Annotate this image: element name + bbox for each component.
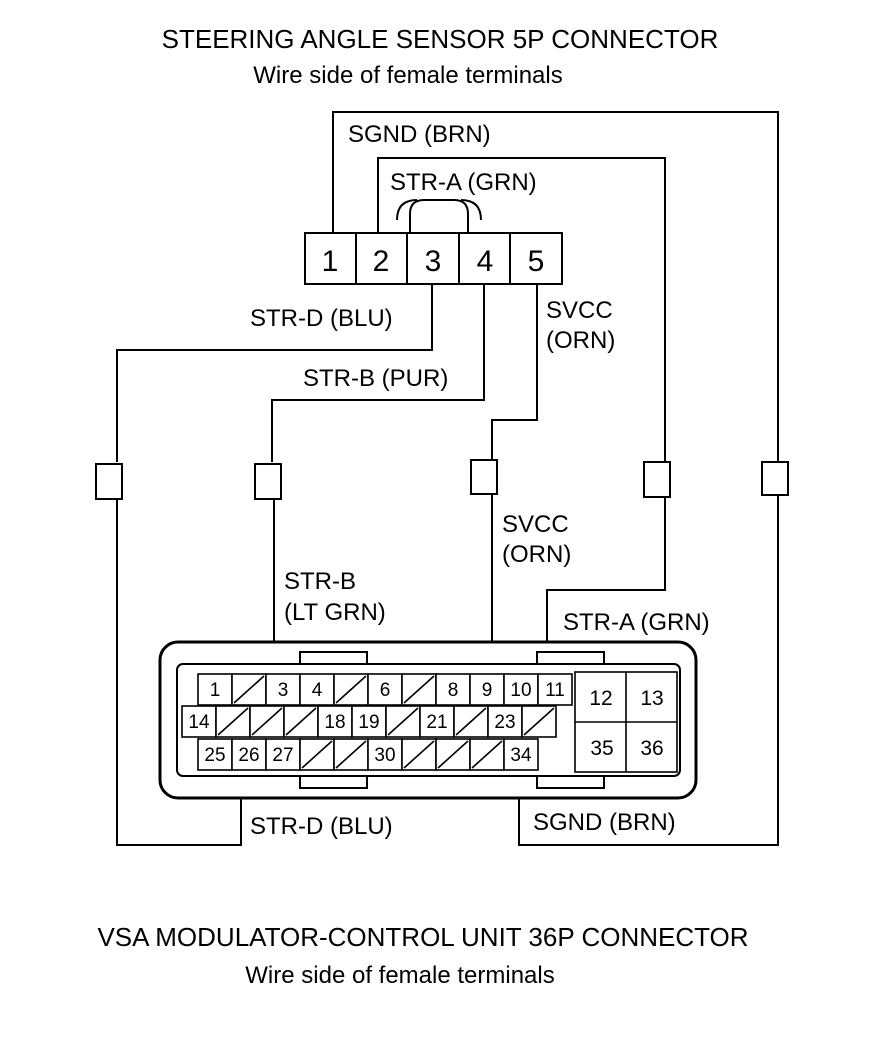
label-stra-top: STR-A (GRN) <box>390 169 537 196</box>
vsa-modulator-connector: 1 3 4 6 8 9 10 11 14 18 1 <box>158 640 698 800</box>
pin-5p-1: 1 <box>322 245 339 278</box>
pin-36p-8: 8 <box>448 680 459 701</box>
row1-cells <box>197 673 573 706</box>
top-connector-subtitle: Wire side of female terminals <box>253 62 562 89</box>
junction-svcc <box>470 459 498 495</box>
pin-5p-2: 2 <box>373 245 390 278</box>
pin-5p-4: 4 <box>477 245 494 278</box>
junction-strb <box>254 463 282 500</box>
bottom-connector-title: VSA MODULATOR-CONTROL UNIT 36P CONNECTOR <box>97 922 748 952</box>
pin-36p-30: 30 <box>374 745 395 766</box>
pin-36p-26: 26 <box>238 745 259 766</box>
row3-cells <box>197 738 539 771</box>
pin-36p-3: 3 <box>278 680 289 701</box>
top-connector-title: STEERING ANGLE SENSOR 5P CONNECTOR <box>162 24 719 54</box>
pin-36p-18: 18 <box>324 712 345 733</box>
wires-top <box>116 111 779 462</box>
pin-36p-1: 1 <box>210 680 221 701</box>
pin-36p-4: 4 <box>312 680 323 701</box>
jumper-3-4-inner <box>396 199 482 221</box>
pin-36p-14: 14 <box>188 712 210 733</box>
label-strd-bottom: STR-D (BLU) <box>250 813 393 840</box>
wires-bottom <box>116 494 779 846</box>
pin-36p-9: 9 <box>482 680 493 701</box>
pin-36p-13: 13 <box>640 687 663 710</box>
label-svcc-top-1: SVCC <box>546 297 613 324</box>
label-svcc-mid-1: SVCC <box>502 511 569 538</box>
label-svcc-top-2: (ORN) <box>546 327 615 354</box>
junction-stra <box>643 461 671 498</box>
wire-strd-lower <box>116 499 242 846</box>
label-sgnd-bottom: SGND (BRN) <box>533 809 676 836</box>
jumper-3-4 <box>409 199 469 232</box>
pin-36p-21: 21 <box>426 712 447 733</box>
label-sgnd-top: SGND (BRN) <box>348 121 491 148</box>
junction-strd <box>95 463 123 500</box>
wire-svcc <box>491 284 538 460</box>
pin-5p-3: 3 <box>425 245 442 278</box>
wire-sgnd-lower <box>518 495 779 846</box>
label-svcc-mid-2: (ORN) <box>502 541 571 568</box>
wire-strd <box>116 284 433 462</box>
pin-36p-23: 23 <box>494 712 515 733</box>
wire-sgnd <box>332 111 779 462</box>
row2-cells <box>181 705 557 738</box>
wire-stra <box>377 157 666 462</box>
steering-sensor-connector: 1 2 3 4 5 <box>304 232 563 285</box>
label-strb-mid-1: STR-B <box>284 568 356 595</box>
pin-36p-11: 11 <box>545 680 565 701</box>
pin-36p-27: 27 <box>272 745 293 766</box>
pin-36p-35: 35 <box>590 737 613 760</box>
label-strb-top: STR-B (PUR) <box>303 365 448 392</box>
bottom-connector-subtitle: Wire side of female terminals <box>245 962 554 989</box>
pin-36p-36: 36 <box>640 737 663 760</box>
pin-36p-6: 6 <box>380 680 391 701</box>
pin-36p-12: 12 <box>589 687 612 710</box>
pin-36p-25: 25 <box>204 745 225 766</box>
pin-36p-19: 19 <box>358 712 379 733</box>
label-stra-mid: STR-A (GRN) <box>563 609 710 636</box>
pin-36p-10: 10 <box>510 680 531 701</box>
wire-stra-lower <box>546 497 666 690</box>
label-strb-mid-2: (LT GRN) <box>284 599 386 626</box>
pin-36p-34: 34 <box>510 745 532 766</box>
junction-terminals <box>95 459 789 500</box>
pin-5p-5: 5 <box>528 245 545 278</box>
power-pin-block <box>574 671 678 773</box>
junction-sgnd <box>761 461 789 496</box>
wire-strb <box>271 284 485 462</box>
label-strd-top: STR-D (BLU) <box>250 305 393 332</box>
